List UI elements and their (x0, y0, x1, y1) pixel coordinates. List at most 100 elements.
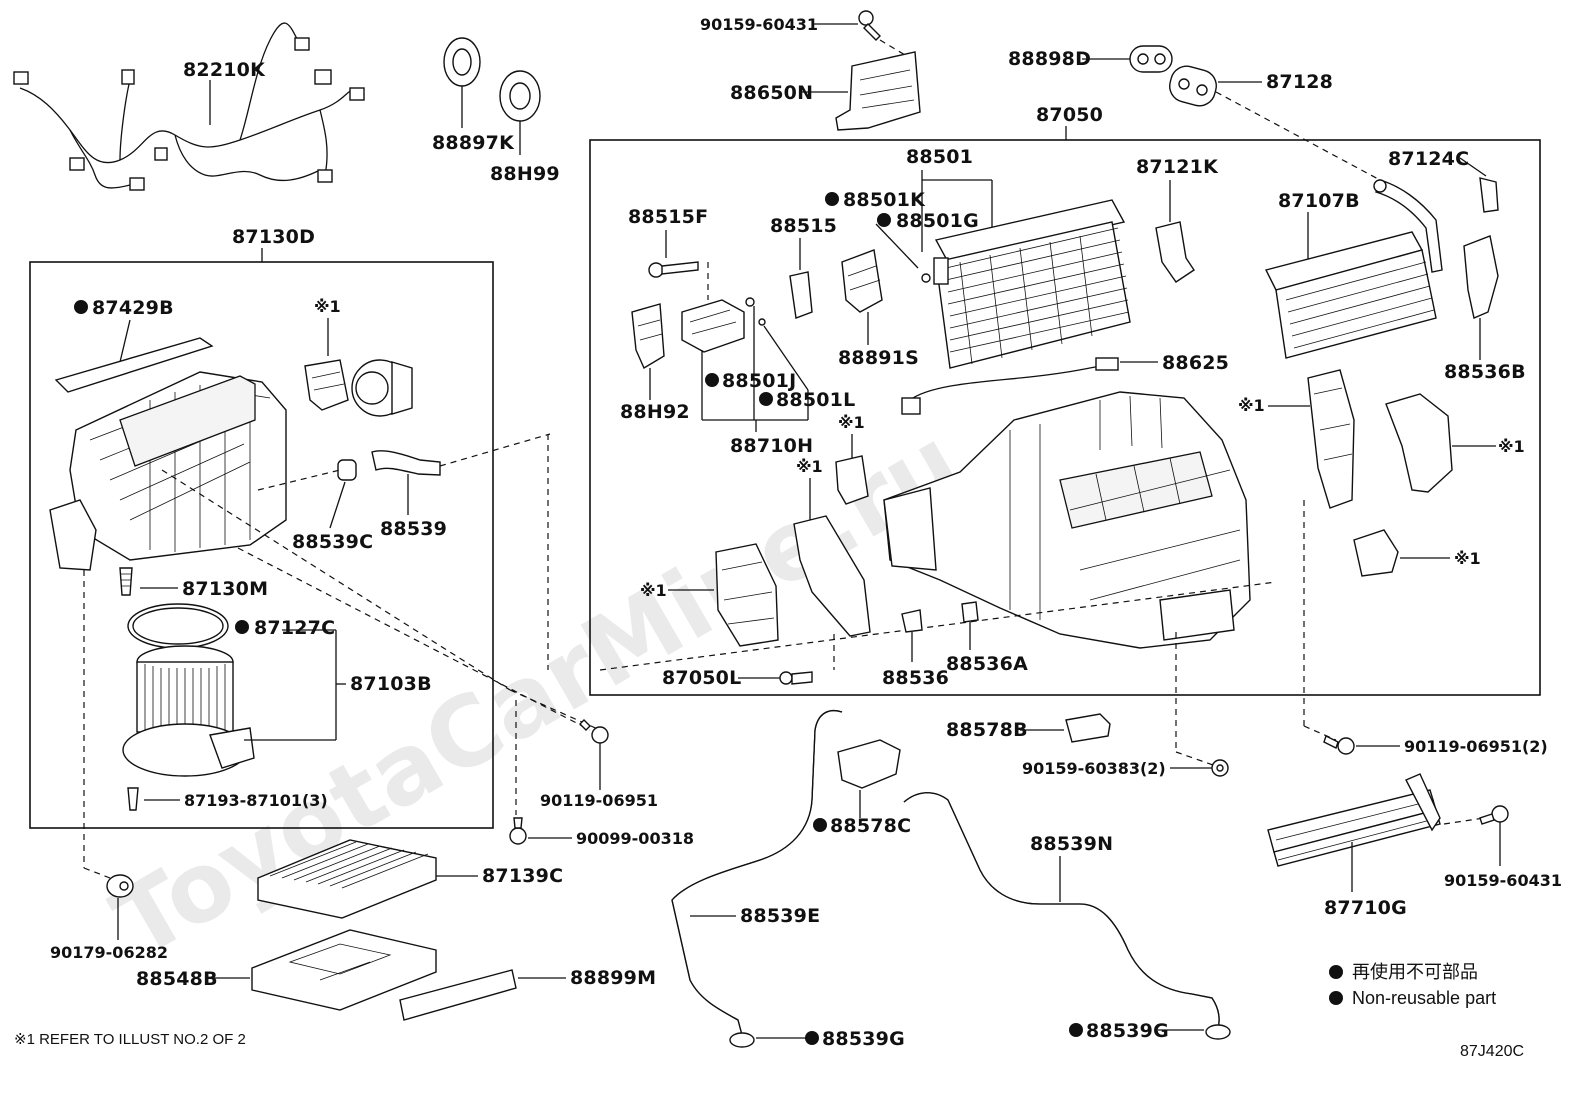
label-90179-06282: 90179-06282 (50, 943, 168, 962)
blower-motor-87103B (122, 645, 255, 777)
label-87124C: 87124C (1388, 148, 1469, 170)
label-87710G: 87710G (1324, 897, 1407, 919)
legend-ja: 再使用不可部品 (1352, 962, 1478, 982)
duct-ref1-c (715, 543, 779, 647)
label-90119-06951: 90119-06951 (540, 791, 658, 810)
label-88H99: 88H99 (490, 163, 560, 185)
duct-ref1-b (793, 515, 871, 637)
legend-dot-1 (1329, 965, 1343, 979)
ref-mark-6: ※1 (796, 457, 823, 476)
hvac-case-87050 (883, 391, 1251, 649)
servo-motor (351, 359, 413, 417)
bracket-87121K (1155, 221, 1195, 283)
label-88501G: 88501G (896, 210, 979, 232)
grommet-88898D (1129, 45, 1173, 73)
footnote: ※1 REFER TO ILLUST NO.2 OF 2 (14, 1031, 246, 1048)
label-88501K: 88501K (843, 189, 926, 211)
bracket-88578C (837, 739, 901, 789)
ref-mark-4: ※1 (1454, 549, 1481, 568)
sensor-88625 (901, 357, 1119, 415)
label-87128: 87128 (1266, 71, 1333, 93)
evaporator-88501 (933, 199, 1131, 369)
legend-en: Non-reusable part (1352, 988, 1496, 1008)
label-88501: 88501 (906, 146, 973, 168)
label-88539: 88539 (380, 518, 447, 540)
label-90099-00318: 90099-00318 (576, 829, 694, 848)
label-88578C: 88578C (830, 815, 911, 837)
heater-87710G (1267, 773, 1441, 867)
ref-mark-2: ※1 (1238, 396, 1265, 415)
gasket-87127C (127, 603, 229, 649)
expansion-valve-88710H (681, 299, 745, 353)
ref-mark-7: ※1 (640, 581, 667, 600)
label-88650N: 88650N (730, 82, 813, 104)
illustration-code: 87J420C (1460, 1043, 1524, 1060)
actuator-ref1-right (1385, 393, 1453, 493)
case-88548B (251, 929, 437, 1011)
blower-housing-drawing (49, 337, 287, 571)
label-87103B: 87103B (350, 673, 432, 695)
bolt-90159-60431-top (858, 10, 881, 41)
label-87050L: 87050L (662, 667, 741, 689)
label-88539G-right: 88539G (1086, 1020, 1169, 1042)
clip-88578B (1065, 713, 1111, 743)
wire-harness-drawing (13, 22, 365, 191)
label-90119-06951-2: 90119-06951(2) (1404, 737, 1548, 756)
label-88539N: 88539N (1030, 833, 1113, 855)
screw-87050L (779, 671, 813, 685)
label-88515: 88515 (770, 215, 837, 237)
grommet-87128 (1169, 65, 1217, 107)
label-87193-87101: 87193-87101(3) (184, 791, 328, 810)
filter-87139C (257, 839, 437, 919)
bolt-90159-60383 (1211, 759, 1229, 777)
duct-88539C (337, 459, 357, 481)
clip-88536 (901, 609, 923, 633)
label-88536B: 88536B (1444, 361, 1526, 383)
label-87050: 87050 (1036, 104, 1103, 126)
label-82210K: 82210K (183, 59, 266, 81)
label-87139C: 87139C (482, 865, 563, 887)
label-87127C: 87127C (254, 617, 335, 639)
bracket-88536B (1463, 235, 1499, 319)
label-88539G-left: 88539G (822, 1028, 905, 1050)
duct-ref1-right (1307, 369, 1355, 509)
label-88710H: 88710H (730, 435, 813, 457)
sensor-88H92 (631, 303, 665, 370)
bolt-90119-06951 (579, 719, 609, 744)
screw-87130M (119, 567, 133, 596)
label-88891S: 88891S (838, 347, 919, 369)
sensor-88515 (789, 271, 813, 319)
bolt-90119-06951-2 (1323, 735, 1355, 755)
clamp-87124C (1479, 177, 1499, 213)
heater-core-87107B (1264, 179, 1443, 359)
bolt-88515F (648, 261, 699, 278)
pipe-88539E (671, 709, 843, 1048)
label-88897K: 88897K (432, 132, 515, 154)
clip-90179-06282 (106, 874, 134, 898)
actuator-ref1-a (835, 455, 869, 505)
pipe-88539N (903, 792, 1231, 1040)
bracket-88891S (841, 249, 883, 313)
label-88898D: 88898D (1008, 48, 1091, 70)
cover-88899M (399, 969, 517, 1021)
frame-87050 (589, 139, 1541, 696)
label-88625: 88625 (1162, 352, 1229, 374)
frame-87130D (29, 261, 494, 829)
ref-mark-3: ※1 (1498, 437, 1525, 456)
label-87130M: 87130M (182, 578, 268, 600)
label-87107B: 87107B (1278, 190, 1360, 212)
bolt-90159-60431-right (1479, 805, 1509, 825)
actuator-ref1-lower (1353, 529, 1399, 577)
ref-mark-5: ※1 (838, 413, 865, 432)
bracket-88650N (835, 51, 921, 131)
label-88515F: 88515F (628, 206, 708, 228)
label-88578B: 88578B (946, 719, 1028, 741)
label-88536A: 88536A (946, 653, 1028, 675)
label-88536: 88536 (882, 667, 949, 689)
bolt-90099-00318 (509, 817, 527, 845)
legend-dot-2 (1329, 991, 1343, 1005)
seal-88H99 (499, 70, 541, 122)
label-90159-60431-right: 90159-60431 (1444, 871, 1562, 890)
label-87130D: 87130D (232, 226, 315, 248)
seal-88897K (443, 37, 481, 87)
